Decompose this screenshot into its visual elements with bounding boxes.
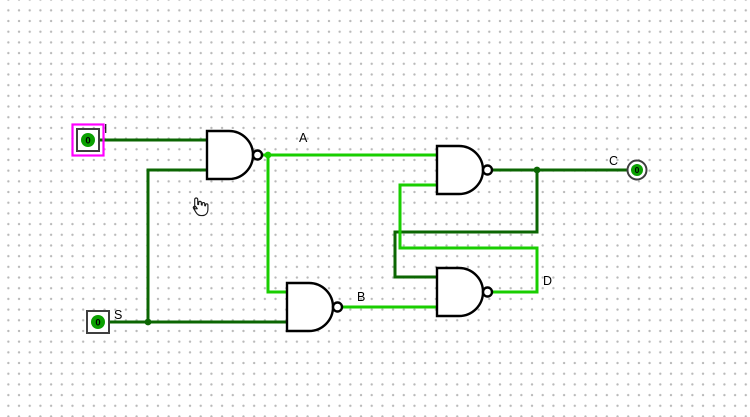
nand-gate-1[interactable] [205,129,264,181]
nand-gate-1-body[interactable] [205,129,255,181]
pin-state-circle [81,133,95,147]
net-label-a: A [299,131,308,145]
pin-label-c: C [609,154,618,168]
nand-gate-2-body[interactable] [285,281,335,333]
inverter-bubble [481,164,494,176]
nand-gate-3-body[interactable] [435,144,485,196]
pin-state-circle [631,164,643,176]
pin-value: 0 [635,165,640,175]
wires-high [260,153,539,309]
pin-value: 0 [85,136,90,147]
pin-label-s: S [114,308,122,322]
inverter-bubble [251,149,264,161]
nand-gate-2[interactable] [285,281,344,333]
junction-dot-c [533,166,541,174]
junction-dot-a [264,151,272,159]
wires-low [97,138,630,324]
pin-label-i: I [104,122,107,136]
junction-dot-s [144,318,152,326]
selection-outline [71,123,105,157]
hand-cursor-icon [192,197,209,217]
nand-gate-4[interactable] [435,266,494,318]
input-pin-s[interactable]: 0 [86,310,110,334]
output-pin-c[interactable]: 0 [626,159,648,181]
pin-value: 0 [95,318,100,329]
nand-gate-3[interactable] [435,144,494,196]
inverter-bubble [481,286,494,298]
net-label-d: D [543,274,552,288]
nand-gate-4-body[interactable] [435,266,485,318]
inverter-bubble [331,301,344,313]
net-label-b: B [357,290,365,304]
pin-state-circle [91,315,105,329]
input-pin-i[interactable]: 0 [71,123,105,157]
